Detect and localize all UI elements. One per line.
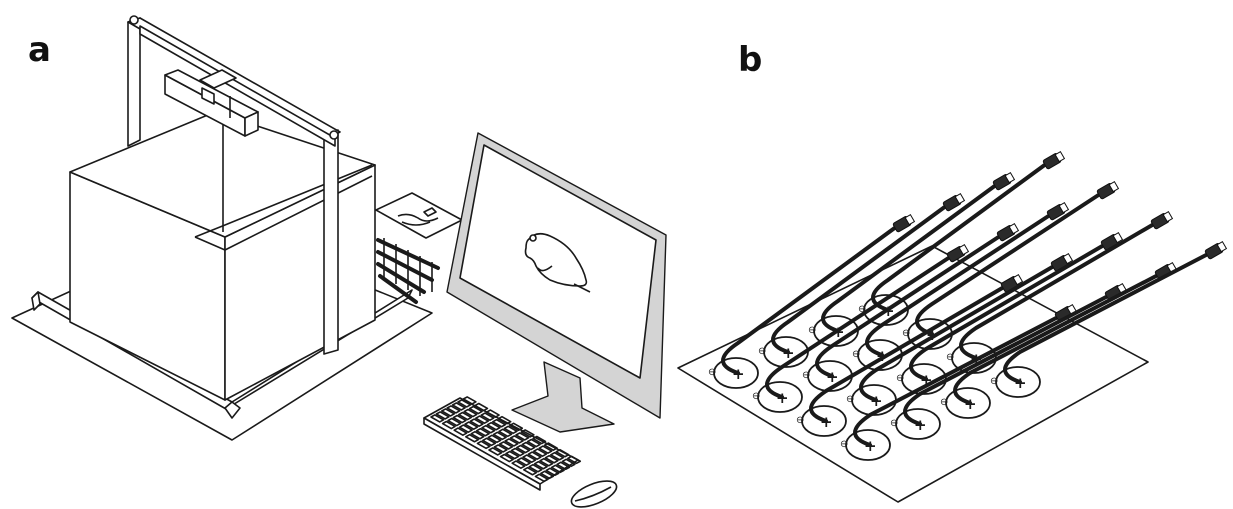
pad-minus-symbol: ⊖ <box>990 376 998 387</box>
pad-minus-symbol: ⊖ <box>802 370 810 381</box>
panel-b-illustration: +⊖+⊖+⊖+⊖+⊖+⊖+⊖+⊖+⊖+⊖+⊖+⊖+⊖+⊖+⊖+⊖ <box>678 152 1226 502</box>
cable-connector <box>1205 242 1227 260</box>
pad-minus-symbol: ⊖ <box>946 352 954 363</box>
panel-a-illustration <box>12 16 666 509</box>
pad-minus-symbol: ⊖ <box>708 367 716 378</box>
pad-minus-symbol: ⊖ <box>896 373 904 384</box>
pad-minus-symbol: ⊖ <box>808 325 816 336</box>
computer-mouse <box>568 476 620 509</box>
pad-minus-symbol: ⊖ <box>890 418 898 429</box>
pad-minus-symbol: ⊖ <box>940 397 948 408</box>
pad-minus-symbol: ⊖ <box>796 415 804 426</box>
pad-minus-symbol: ⊖ <box>752 391 760 402</box>
cable-connector <box>1097 182 1119 200</box>
pad-minus-symbol: ⊖ <box>846 394 854 405</box>
pad-minus-symbol: ⊖ <box>852 349 860 360</box>
monitor <box>447 133 666 432</box>
cable-connector <box>1151 212 1173 230</box>
pad-minus-symbol: ⊖ <box>902 328 910 339</box>
pad-minus-symbol: ⊖ <box>758 346 766 357</box>
pad-minus-symbol: ⊖ <box>840 439 848 450</box>
cable-connector <box>1043 152 1065 170</box>
